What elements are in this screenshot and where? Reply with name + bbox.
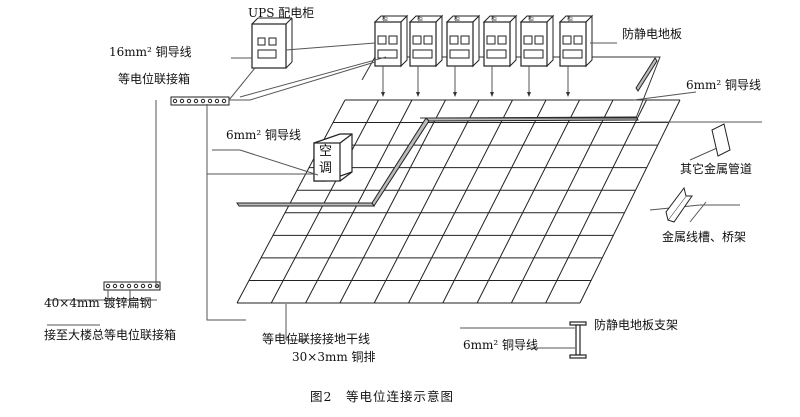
grid-line bbox=[408, 99, 513, 304]
terminal-dot bbox=[112, 283, 118, 289]
copper-6-bottom-label: 6mm² 铜导线 bbox=[463, 338, 539, 352]
distribution-cabinet: 柜 bbox=[519, 14, 555, 97]
air-conditioner bbox=[313, 133, 353, 182]
grid-line bbox=[476, 99, 580, 304]
floor-support bbox=[569, 321, 587, 359]
distribution-cabinet: 柜 bbox=[373, 14, 409, 97]
equipotential-box-label: 等电位联接箱 bbox=[118, 72, 191, 86]
cable-tray bbox=[665, 186, 693, 223]
ups-cabinet bbox=[251, 17, 293, 69]
grid-line bbox=[305, 99, 413, 304]
terminal-dot bbox=[179, 98, 185, 104]
cabinet-label: 柜 bbox=[382, 15, 388, 23]
grid-line bbox=[579, 99, 681, 304]
grid-line bbox=[442, 99, 547, 304]
trunk-line-label-2: 30×3mm 铜排 bbox=[292, 350, 376, 364]
grid-line bbox=[236, 99, 346, 304]
metal-pipe bbox=[711, 123, 731, 157]
cabinet-row: 柜柜柜柜柜柜 bbox=[373, 14, 594, 97]
terminal-dot bbox=[221, 98, 227, 104]
distribution-cabinet: 柜 bbox=[558, 14, 594, 97]
trunk-line-label-1: 等电位联接接地干线 bbox=[262, 332, 371, 346]
cabinet-label: 柜 bbox=[454, 15, 460, 23]
ups-cabinet-label: UPS 配电柜 bbox=[248, 6, 315, 20]
wiring bbox=[47, 42, 762, 349]
terminal-dot bbox=[105, 283, 111, 289]
terminal-dot bbox=[186, 98, 192, 104]
terminal-dot bbox=[214, 98, 220, 104]
grid-line bbox=[270, 99, 379, 304]
terminal-dot bbox=[140, 283, 146, 289]
terminal-dot bbox=[126, 283, 132, 289]
antistatic-floor-label: 防静电地板 bbox=[622, 27, 683, 41]
cabinet-label: 柜 bbox=[567, 15, 573, 23]
other-pipes-label: 其它金属管道 bbox=[680, 162, 753, 176]
antistatic-floor-plane bbox=[361, 56, 661, 119]
galvanized-steel-label: 40×4mm 镀锌扁钢 bbox=[44, 296, 152, 310]
cabinet-label: 柜 bbox=[491, 15, 497, 23]
grid-line bbox=[510, 99, 614, 304]
equipotential-box-top bbox=[170, 96, 230, 106]
aircon-label-2: 调 bbox=[319, 161, 333, 176]
grid-line bbox=[373, 99, 480, 304]
cabinet-label: 柜 bbox=[417, 15, 423, 23]
terminal-dot bbox=[193, 98, 199, 104]
cabinet-label: 柜 bbox=[528, 15, 534, 23]
aircon-label-1: 空 bbox=[319, 144, 333, 159]
distribution-cabinet: 柜 bbox=[408, 14, 444, 97]
grid-line bbox=[545, 99, 647, 304]
equipotential-box-bottom bbox=[103, 281, 161, 291]
trunking-label: 金属线槽、桥架 bbox=[662, 230, 747, 244]
to-main-box-label: 接至大楼总等电位联接箱 bbox=[44, 328, 177, 342]
floor-grid bbox=[236, 99, 681, 304]
distribution-cabinet: 柜 bbox=[482, 14, 518, 97]
copper-6-left-label: 6mm² 铜导线 bbox=[226, 128, 302, 142]
terminal-dot bbox=[207, 98, 213, 104]
figure-caption: 图2 等电位连接示意图 bbox=[310, 389, 454, 404]
grid-line bbox=[339, 99, 446, 304]
terminal-dot bbox=[200, 98, 206, 104]
floor-support-label: 防静电地板支架 bbox=[594, 318, 679, 332]
copper-16-label: 16mm² 铜导线 bbox=[109, 45, 192, 59]
terminal-dot bbox=[119, 283, 125, 289]
distribution-cabinet: 柜 bbox=[445, 14, 481, 97]
terminal-dot bbox=[147, 283, 153, 289]
terminal-dot bbox=[172, 98, 178, 104]
terminal-dot bbox=[133, 283, 139, 289]
copper-6-right-label: 6mm² 铜导线 bbox=[686, 78, 762, 92]
